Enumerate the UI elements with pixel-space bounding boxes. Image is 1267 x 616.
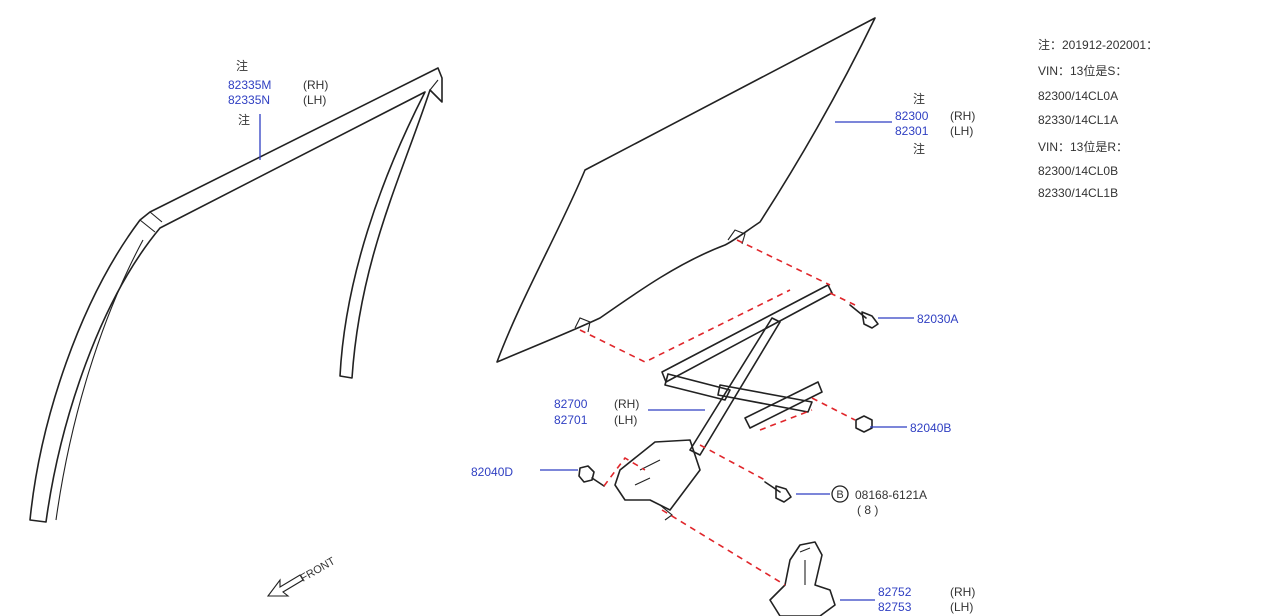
regulator-lh-label: (LH)	[614, 413, 637, 427]
motor-drawing	[769, 541, 836, 616]
note-line: 82330/14CL1A	[1038, 113, 1118, 127]
motor-lh-label: (LH)	[950, 600, 973, 614]
assembly-dashed-lines	[579, 239, 856, 586]
note-line: 82330/14CL1B	[1038, 186, 1118, 200]
window-regulator-drawing	[614, 284, 833, 521]
regulator-part-number-lh[interactable]: 82701	[554, 413, 588, 427]
motor-rh-label: (RH)	[950, 585, 975, 599]
sash-note-top: 注	[236, 58, 248, 73]
standard-bolt-quantity: ( 8 )	[857, 503, 878, 517]
glass-rh-label: (RH)	[950, 109, 975, 123]
bolt-a-part-number[interactable]: 82030A	[917, 312, 958, 326]
bolt-d-part-number[interactable]: 82040D	[471, 465, 513, 479]
regulator-part-number-rh[interactable]: 82700	[554, 397, 588, 411]
note-line: 82300/14CL0A	[1038, 89, 1118, 103]
note-line: 82300/14CL0B	[1038, 164, 1118, 178]
leader-lines	[259, 114, 914, 601]
nut-b-part-number[interactable]: 82040B	[910, 421, 951, 435]
note-line: VIN：13位是S：	[1038, 63, 1127, 78]
door-sash-drawing	[29, 67, 443, 523]
fasteners-drawing	[578, 304, 879, 503]
front-label: FRONT	[299, 555, 338, 584]
sash-lh-label: (LH)	[303, 93, 326, 107]
standard-part-badge-circle	[831, 485, 849, 503]
glass-note-top: 注	[913, 91, 925, 106]
glass-lh-label: (LH)	[950, 124, 973, 138]
regulator-rh-label: (RH)	[614, 397, 639, 411]
sash-rh-label: (RH)	[303, 78, 328, 92]
note-line: VIN：13位是R：	[1038, 139, 1128, 154]
sash-note-bottom: 注	[238, 112, 250, 127]
glass-part-number-rh[interactable]: 82300	[895, 109, 929, 123]
standard-part-badge: B	[836, 489, 843, 501]
sash-part-number-rh[interactable]: 82335M	[228, 78, 271, 92]
motor-part-number-rh[interactable]: 82752	[878, 585, 912, 599]
glass-part-number-lh[interactable]: 82301	[895, 124, 929, 138]
notes-panel: 注：201912-202001： VIN：13位是S： 82300/14CL0A…	[1038, 37, 1158, 200]
sash-part-number-lh[interactable]: 82335N	[228, 93, 270, 107]
front-arrow-icon	[266, 574, 304, 597]
door-glass-drawing	[496, 17, 876, 363]
standard-bolt-part-number[interactable]: 08168-6121A	[855, 488, 927, 502]
note-line: 注：201912-202001：	[1038, 37, 1158, 52]
glass-note-bottom: 注	[913, 141, 925, 156]
motor-part-number-lh[interactable]: 82753	[878, 600, 912, 614]
